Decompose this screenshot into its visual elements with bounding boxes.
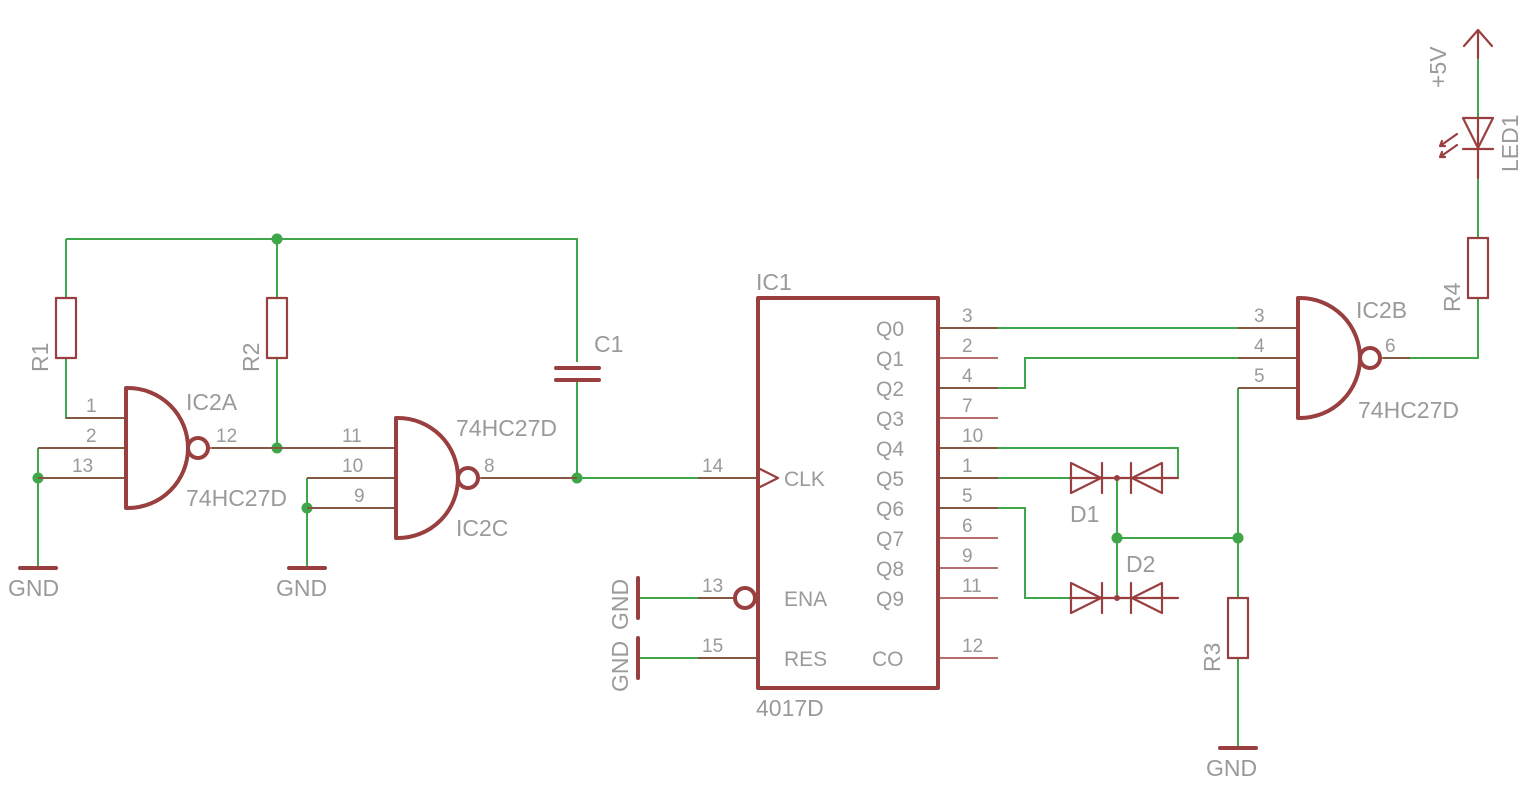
pin-label-q0: Q0: [876, 318, 904, 341]
ic1-label: IC1: [756, 269, 792, 295]
pin-number: 11: [342, 426, 362, 447]
pin-number: 3: [1254, 306, 1265, 327]
pin-label-q8: Q8: [876, 558, 904, 581]
pin-number: 13: [702, 576, 723, 597]
r2-label: R2: [238, 343, 264, 372]
pin-number: 11: [962, 576, 982, 597]
pin-label-q4: Q4: [876, 438, 904, 461]
gnd-label: GND: [8, 575, 59, 601]
ic2b-label: IC2B: [1356, 297, 1407, 323]
resistor-r4: R4: [1439, 236, 1490, 312]
r4-label: R4: [1439, 282, 1465, 312]
ground-symbol: GND: [276, 566, 327, 601]
pin-number: 8: [484, 456, 495, 477]
pin-number: 6: [962, 516, 973, 537]
resistor-r1: R1: [27, 296, 78, 372]
ic1-value: 4017D: [756, 695, 824, 721]
capacitor-c1: C1: [554, 330, 623, 382]
pin-number: 15: [702, 636, 723, 657]
pin-label-q1: Q1: [876, 348, 904, 371]
gnd-label: GND: [607, 579, 633, 630]
nor-gate-ic2a: 1 2 13 12 IC2A 74HC27D: [38, 386, 287, 511]
pin-number: 5: [962, 486, 973, 507]
pin-number: 12: [216, 426, 237, 447]
pin-label-q6: Q6: [876, 498, 904, 521]
pin-number: 1: [86, 396, 97, 417]
pin-number: 4: [962, 366, 973, 387]
pin-label-q7: Q7: [876, 528, 904, 551]
resistor-r2: R2: [238, 296, 289, 372]
led-led1: LED1: [1438, 114, 1523, 180]
pin-label-res: RES: [784, 648, 827, 671]
pin-label-ena: ENA: [784, 588, 827, 611]
pin-number: 5: [1254, 366, 1265, 387]
ic2b-value: 74HC27D: [1358, 397, 1459, 423]
gnd-label: GND: [276, 575, 327, 601]
ground-symbol: GND: [607, 576, 640, 630]
diode-d2: D2: [1068, 551, 1180, 615]
pin-label-co: CO: [872, 648, 904, 671]
pin-number: 7: [962, 396, 973, 417]
junction-dot: [1232, 532, 1244, 544]
vcc-label: +5V: [1425, 46, 1451, 88]
gnd-label: GND: [607, 641, 633, 692]
c1-label: C1: [594, 331, 623, 357]
d1-label: D1: [1070, 501, 1099, 527]
ic2c-value: 74HC27D: [456, 415, 557, 441]
pin-number: 10: [342, 456, 363, 477]
d2-label: D2: [1126, 551, 1155, 577]
led1-label: LED1: [1497, 114, 1523, 172]
ground-symbol: GND: [8, 538, 59, 601]
ic2a-label: IC2A: [186, 389, 238, 415]
pin-number: 4: [1254, 336, 1265, 357]
pin-label-q3: Q3: [876, 408, 904, 431]
pin-number: 2: [86, 426, 97, 447]
pin-number: 6: [1385, 336, 1396, 357]
ic2a-value: 74HC27D: [186, 485, 287, 511]
junction-dot: [1111, 532, 1123, 544]
counter-ic1: IC1 4017D Q0 Q1 Q2 Q3 Q4 Q5 Q6 Q7 Q8 Q9 …: [698, 269, 998, 721]
r3-label: R3: [1199, 643, 1225, 672]
pin-number: 10: [962, 426, 983, 447]
junction-dot: [271, 233, 283, 245]
ground-symbol: GND: [1206, 746, 1258, 781]
diode-d1: D1: [1068, 461, 1180, 527]
ground-symbol: GND: [607, 636, 640, 692]
pin-number: 3: [962, 306, 973, 327]
r1-label: R1: [27, 343, 53, 372]
ic2c-label: IC2C: [456, 515, 508, 541]
nor-gate-ic2c: 11 10 9 8 74HC27D IC2C: [277, 415, 577, 541]
vcc-supply: +5V: [1425, 28, 1494, 88]
pin-label-q2: Q2: [876, 378, 904, 401]
pin-number: 13: [72, 456, 93, 477]
pin-number: 2: [962, 336, 973, 357]
gnd-label: GND: [1206, 755, 1257, 781]
pin-label-clk: CLK: [784, 468, 825, 491]
pin-label-q5: Q5: [876, 468, 904, 491]
resistor-r3: R3: [1199, 596, 1250, 672]
pin-number: 12: [962, 636, 983, 657]
nor-gate-ic2b: 3 4 5 6 IC2B 74HC27D: [1238, 296, 1459, 423]
pin-number: 14: [702, 456, 724, 477]
pin-number: 1: [962, 456, 973, 477]
pin-number: 9: [354, 486, 365, 507]
pin-label-q9: Q9: [876, 588, 904, 611]
pin-number: 9: [962, 546, 973, 567]
